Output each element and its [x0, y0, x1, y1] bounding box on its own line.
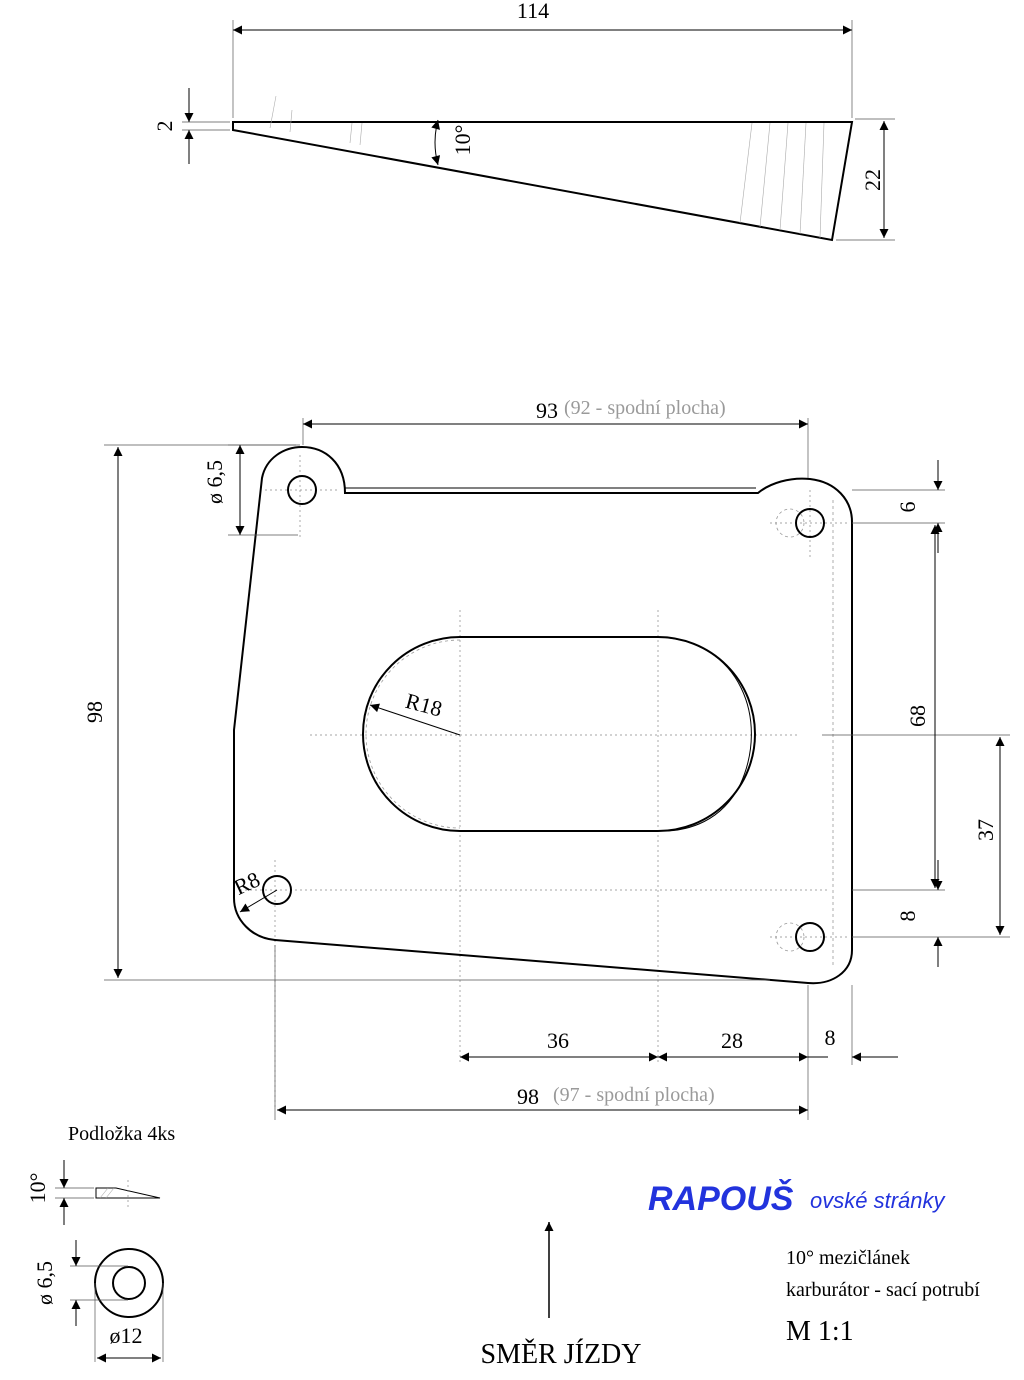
dim-98-vertical: 98 — [82, 701, 107, 723]
dim-22: 22 — [860, 169, 885, 191]
logo: RAPOUŠ ovské stránky — [648, 1179, 946, 1218]
washer-angle: 10° — [25, 1173, 50, 1204]
dim-28: 28 — [721, 1028, 743, 1053]
dim-hole-diameter: ø 6,5 — [202, 460, 227, 504]
dim-114: 114 — [517, 0, 549, 23]
side-view: 114 2 10° 22 — [152, 0, 895, 242]
title-line1: 10° mezičlánek — [786, 1247, 910, 1269]
dim-r18: R18 — [403, 688, 445, 722]
washer-inner — [112, 1266, 146, 1300]
dim-98-horizontal: 98 — [517, 1084, 539, 1109]
flange-outline — [233, 445, 853, 985]
dim-2: 2 — [152, 121, 177, 132]
dim-8-horizontal: 8 — [825, 1025, 836, 1050]
logo-part1: RAPOUŠ — [648, 1179, 794, 1218]
mounting-holes — [262, 475, 825, 952]
dim-6: 6 — [895, 502, 920, 513]
wedge-hatching — [269, 95, 825, 239]
dim-93-note: (92 - spodní plocha) — [564, 397, 726, 419]
wedge-outline — [232, 121, 854, 242]
dim-8-vertical: 8 — [895, 911, 920, 922]
title-line2: karburátor - sací potrubí — [786, 1279, 980, 1301]
dim-37: 37 — [973, 819, 998, 841]
dim-93: 93 — [536, 398, 558, 423]
washer-outer-diameter: ø12 — [110, 1323, 143, 1348]
title-block: 10° mezičlánek karburátor - sací potrubí… — [786, 1247, 980, 1347]
dim-36: 36 — [547, 1028, 569, 1053]
washer-outer — [94, 1248, 164, 1318]
dim-68: 68 — [905, 705, 930, 727]
washer-title: Podložka 4ks — [68, 1123, 175, 1145]
washer-detail: Podložka 4ks 10° ø 6,5 ø12 — [25, 1123, 175, 1363]
dim-10-degrees: 10° — [450, 125, 475, 156]
oval-slot — [362, 636, 756, 832]
oval-slot-offset — [657, 636, 752, 832]
dim-98-note: (97 - spodní plocha) — [553, 1084, 715, 1106]
logo-part2: ovské stránky — [810, 1188, 946, 1213]
direction-indicator: SMĚR JÍZDY — [480, 1222, 642, 1370]
title-scale: M 1:1 — [786, 1316, 854, 1347]
direction-label: SMĚR JÍZDY — [480, 1339, 641, 1370]
washer-inner-diameter: ø 6,5 — [32, 1261, 57, 1305]
plan-view: 93 (92 - spodní plocha) ø 6,5 98 R18 R8 … — [82, 397, 1010, 1120]
